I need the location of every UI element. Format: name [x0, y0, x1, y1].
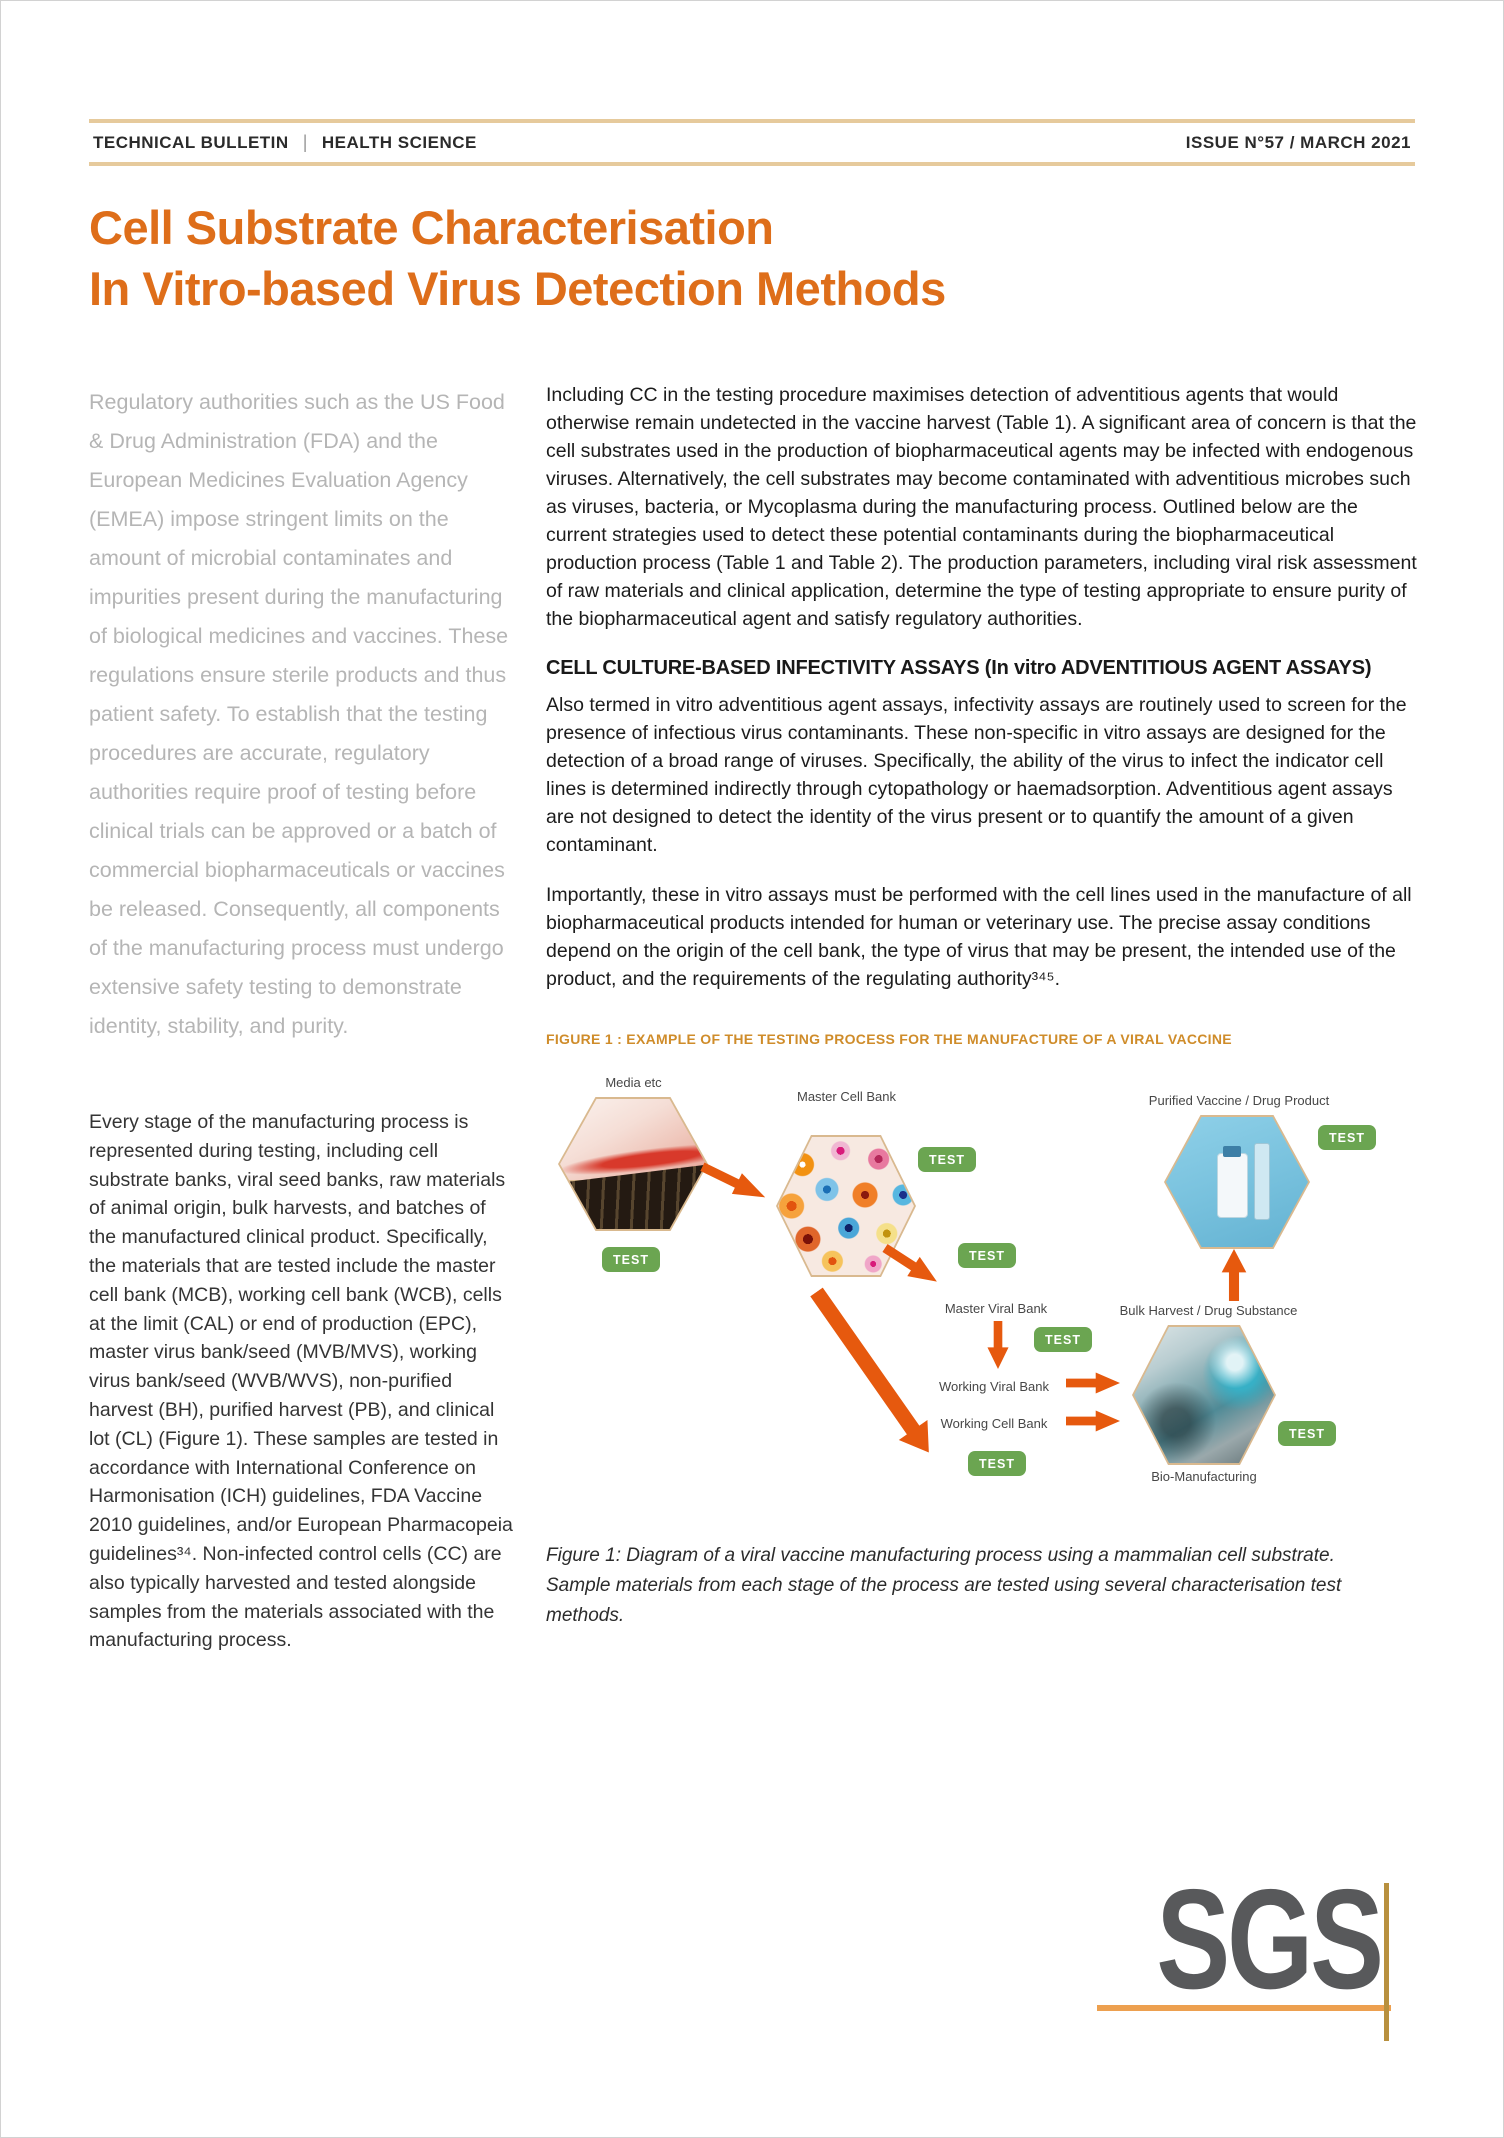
sgs-logo-text: SGS [1156, 1860, 1384, 2019]
bulk-harvest-label: Bulk Harvest / Drug Substance [1119, 1303, 1298, 1318]
bio-manufacturing-hexagon [1132, 1325, 1276, 1465]
page-title-line1: Cell Substrate Characterisation [89, 201, 774, 254]
bulletin-type-label: TECHNICAL BULLETIN [93, 132, 289, 152]
bio-manufacturing-image [1134, 1327, 1274, 1463]
test-badge: TEST [968, 1451, 1026, 1476]
media-hexagon [558, 1097, 708, 1231]
right-column: Including CC in the testing procedure ma… [546, 381, 1418, 1631]
figure-diagram: Media etc TEST Master Cell Bank TEST TES… [546, 1061, 1412, 1523]
arrow-media-to-mcb-icon [697, 1155, 771, 1209]
manufacturing-stages-paragraph: Every stage of the manufacturing process… [89, 1111, 513, 1652]
arrow-wcb-to-biomfg-icon [1066, 1410, 1120, 1432]
arrow-wvb-to-biomfg-icon [1066, 1372, 1120, 1394]
section-heading: CELL CULTURE-BASED INFECTIVITY ASSAYS (I… [546, 657, 1372, 679]
issue-date-label: ISSUE N°57 / MARCH 2021 [1185, 132, 1411, 152]
sgs-logo-horizontal-line [1097, 2005, 1391, 2011]
working-cell-bank-label: Working Cell Bank [940, 1416, 1048, 1431]
test-badge: TEST [602, 1247, 660, 1272]
master-viral-bank-label: Master Viral Bank [944, 1301, 1048, 1316]
sgs-logo: SGS [1097, 1869, 1397, 2047]
arrow-bulk-to-purified-icon [1221, 1249, 1247, 1301]
masthead-divider: | [302, 132, 308, 152]
page-title: Cell Substrate Characterisation In Vitro… [89, 197, 1189, 319]
test-badge: TEST [1318, 1125, 1376, 1150]
purified-vaccine-label: Purified Vaccine / Drug Product [1148, 1093, 1330, 1108]
arrow-mcb-to-test-icon [878, 1237, 944, 1293]
page-title-line2: In Vitro-based Virus Detection Methods [89, 262, 946, 315]
test-badge: TEST [918, 1147, 976, 1172]
left-column: Regulatory authorities such as the US Fo… [89, 383, 513, 1655]
master-cell-bank-label: Master Cell Bank [797, 1089, 896, 1104]
test-badge: TEST [1034, 1327, 1092, 1352]
purified-vaccine-image [1166, 1117, 1308, 1247]
media-hexagon-image [560, 1099, 706, 1229]
cc-testing-paragraph: Including CC in the testing procedure ma… [546, 384, 1417, 630]
masthead: TECHNICAL BULLETIN | HEALTH SCIENCE ISSU… [89, 119, 1415, 166]
working-viral-bank-label: Working Viral Bank [938, 1379, 1050, 1394]
test-badge: TEST [1278, 1421, 1336, 1446]
infectivity-assays-paragraph: Also termed in vitro adventitious agent … [546, 694, 1407, 856]
bio-manufacturing-label: Bio-Manufacturing [1151, 1469, 1257, 1484]
figure-caption: Figure 1: Diagram of a viral vaccine man… [546, 1545, 1342, 1626]
arrow-mvb-to-wvb-icon [987, 1321, 1009, 1369]
intro-paragraph: Regulatory authorities such as the US Fo… [89, 390, 509, 1038]
purified-vaccine-hexagon [1164, 1115, 1310, 1249]
bulletin-category-label: HEALTH SCIENCE [321, 132, 477, 152]
figure-heading: FIGURE 1 : EXAMPLE OF THE TESTING PROCES… [546, 1031, 1232, 1047]
masthead-left: TECHNICAL BULLETIN | HEALTH SCIENCE [93, 132, 477, 153]
media-label: Media etc [605, 1075, 662, 1090]
arrow-mcb-to-wcb-test-icon [801, 1281, 945, 1463]
assay-conditions-paragraph: Importantly, these in vitro assays must … [546, 884, 1412, 990]
test-badge: TEST [958, 1243, 1016, 1268]
sgs-logo-vertical-line [1384, 1883, 1389, 2041]
